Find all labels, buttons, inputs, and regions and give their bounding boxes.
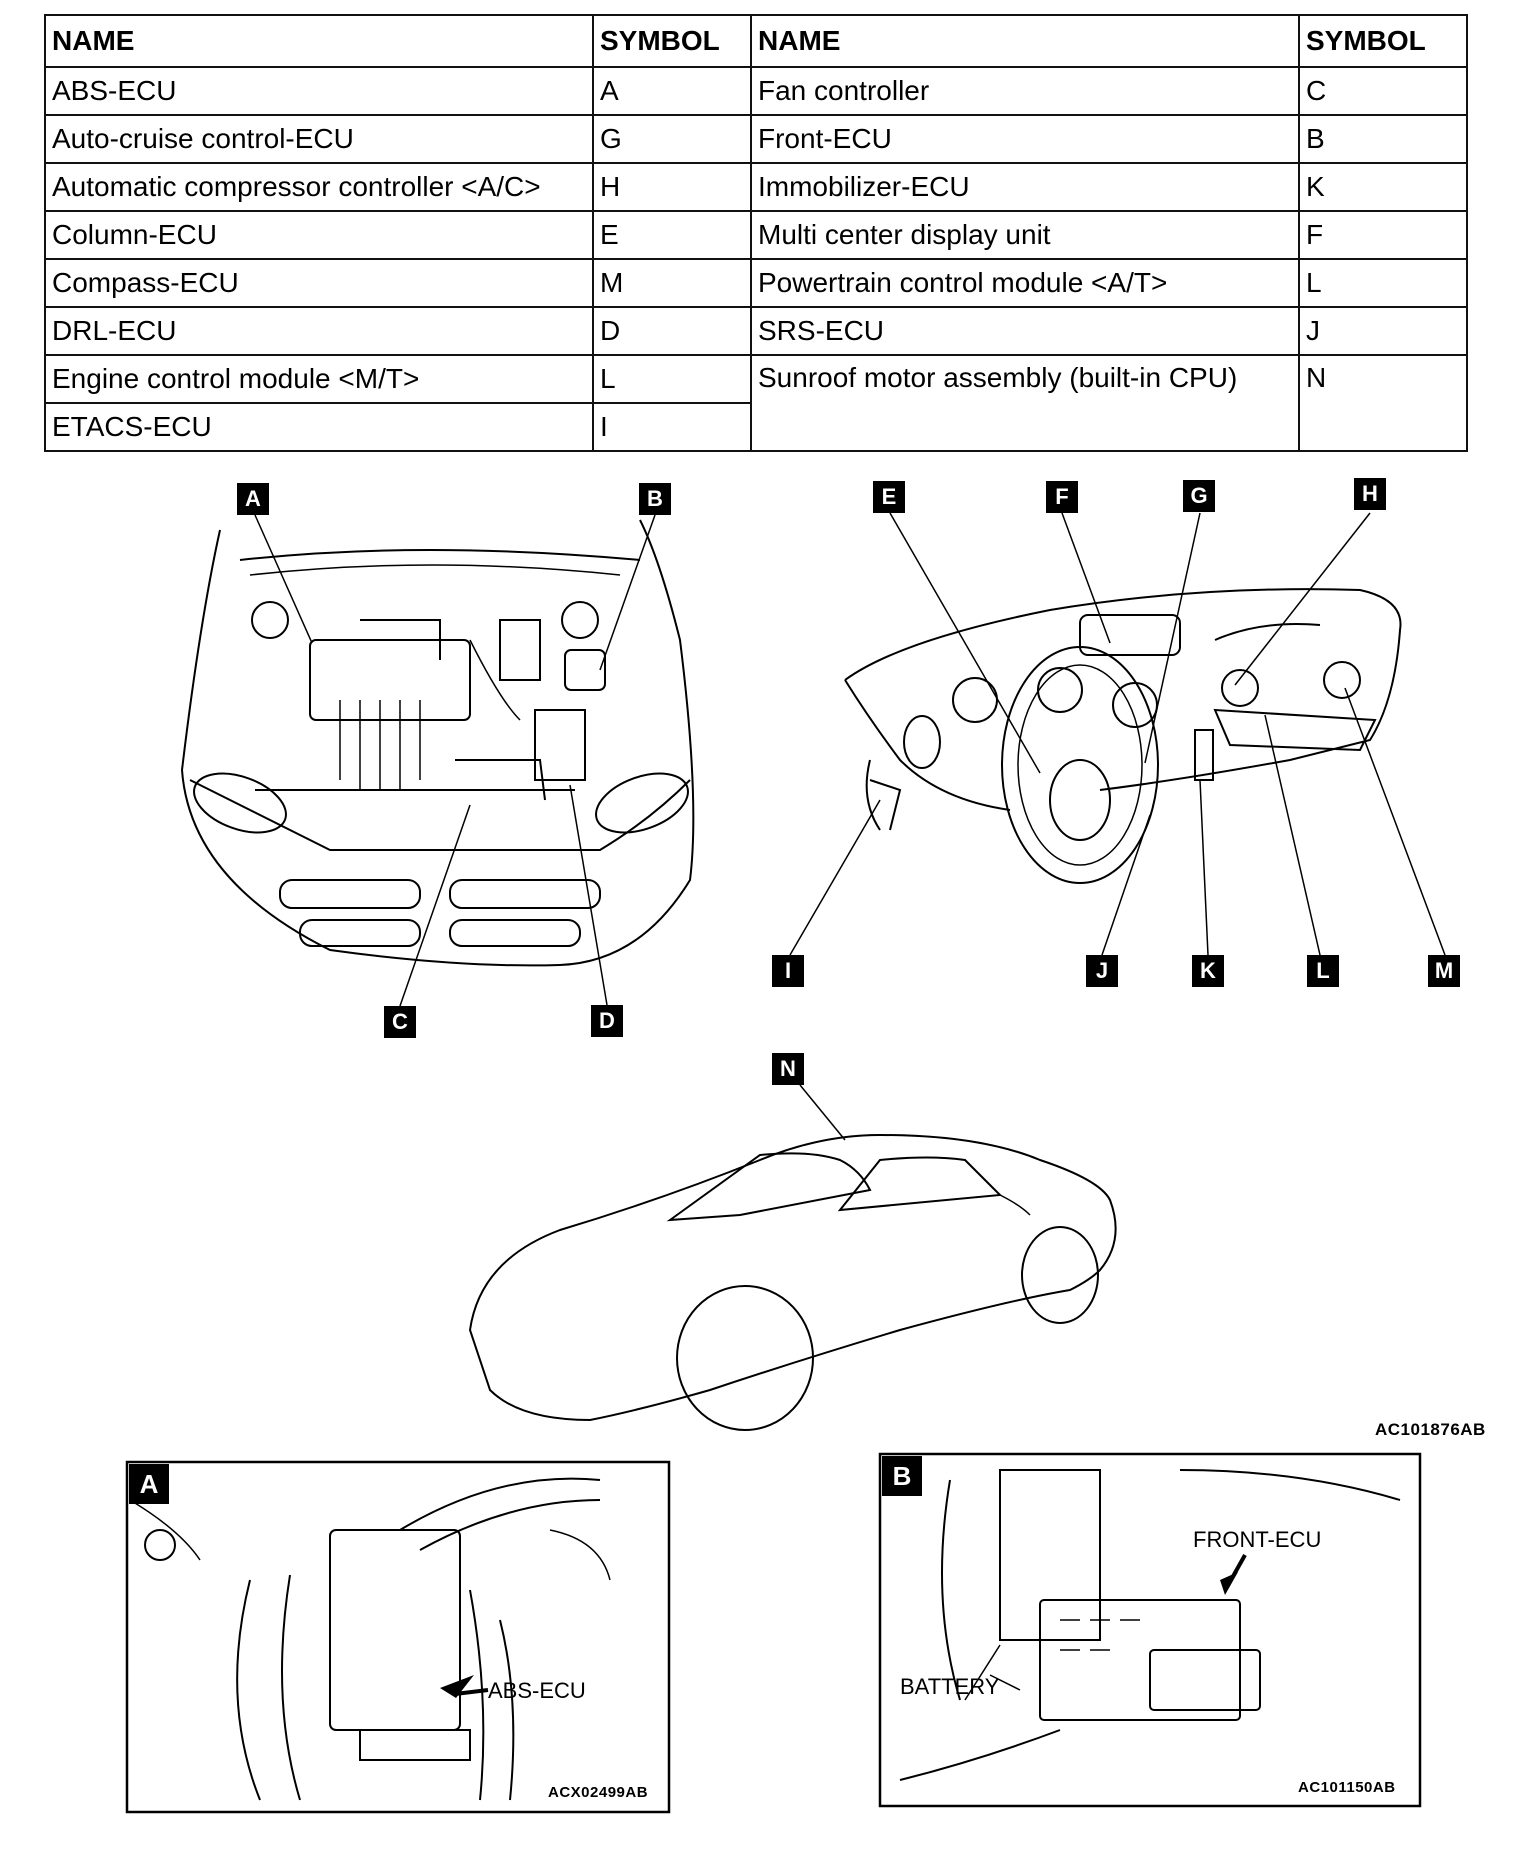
component-name: DRL-ECU: [44, 306, 594, 356]
component-symbol: G: [592, 114, 752, 164]
dashboard-drawing: [844, 588, 1402, 884]
component-symbol: I: [592, 402, 752, 452]
table-row: DRL-ECU D SRS-ECU J: [44, 306, 1468, 356]
marker-c: C: [384, 1006, 416, 1038]
component-symbol: K: [1298, 162, 1468, 212]
marker-a: A: [237, 483, 269, 515]
battery-callout: BATTERY: [900, 1674, 1000, 1699]
component-symbol: J: [1298, 306, 1468, 356]
marker-e: E: [873, 481, 905, 513]
table-row: ETACS-ECU I: [44, 402, 1467, 452]
component-name: Column-ECU: [44, 210, 594, 260]
ecu-legend-table: NAME SYMBOL NAME SYMBOL ABS-ECU A Fan co…: [44, 14, 1468, 452]
marker-n: N: [772, 1053, 804, 1085]
component-name: SRS-ECU: [750, 306, 1300, 356]
component-name: Automatic compressor controller <A/C>: [44, 162, 594, 212]
marker-b: B: [639, 483, 671, 515]
table-row: Engine control module <M/T> L Sunroof mo…: [44, 354, 1468, 452]
table-row: Column-ECU E Multi center display unit F: [44, 210, 1468, 260]
component-name: Compass-ECU: [44, 258, 594, 308]
component-symbol: F: [1298, 210, 1468, 260]
component-symbol: M: [592, 258, 752, 308]
component-symbol: L: [1298, 258, 1468, 308]
marker-g: G: [1183, 480, 1215, 512]
symbol-header: SYMBOL: [592, 14, 752, 68]
marker-h: H: [1354, 478, 1386, 510]
component-symbol: L: [592, 354, 752, 404]
marker-l: L: [1307, 955, 1339, 987]
detail-a-frame: [125, 1460, 671, 1814]
detail-a-code: ACX02499AB: [548, 1784, 649, 1801]
component-symbol: E: [592, 210, 752, 260]
component-name: Immobilizer-ECU: [750, 162, 1300, 212]
marker-i: I: [772, 955, 804, 987]
detail-b-code: AC101150AB: [1298, 1779, 1396, 1796]
detail-a-drawing: [129, 1477, 611, 1801]
component-name: Multi center display unit: [750, 210, 1300, 260]
detail-b-frame: [878, 1452, 1422, 1808]
table-row: Auto-cruise control-ECU G Front-ECU B: [44, 114, 1468, 164]
front-ecu-callout: FRONT-ECU: [1193, 1527, 1322, 1552]
detail-b-tag: B: [882, 1456, 922, 1496]
component-name: Sunroof motor assembly (built-in CPU): [750, 354, 1300, 452]
symbol-header: SYMBOL: [1298, 14, 1468, 68]
abs-ecu-callout: ABS-ECU: [488, 1678, 586, 1703]
table-row: ABS-ECU A Fan controller C: [44, 66, 1468, 116]
car-side-drawing: [468, 1133, 1117, 1431]
marker-m: M: [1428, 955, 1460, 987]
marker-f: F: [1046, 481, 1078, 513]
component-symbol: N: [1298, 354, 1468, 452]
table-header-row: NAME SYMBOL NAME SYMBOL: [44, 14, 1468, 68]
table-row: Compass-ECU M Powertrain control module …: [44, 258, 1468, 308]
component-symbol: B: [1298, 114, 1468, 164]
component-name: Powertrain control module <A/T>: [750, 258, 1300, 308]
name-header: NAME: [44, 14, 594, 68]
marker-d: D: [591, 1005, 623, 1037]
name-header: NAME: [750, 14, 1300, 68]
component-symbol: A: [592, 66, 752, 116]
component-name: Auto-cruise control-ECU: [44, 114, 594, 164]
component-name: Fan controller: [750, 66, 1300, 116]
component-name: Front-ECU: [750, 114, 1300, 164]
component-symbol: H: [592, 162, 752, 212]
component-name: ABS-ECU: [44, 66, 594, 116]
marker-j: J: [1086, 955, 1118, 987]
component-symbol: C: [1298, 66, 1468, 116]
component-symbol: D: [592, 306, 752, 356]
component-name: Engine control module <M/T>: [44, 354, 594, 404]
marker-k: K: [1192, 955, 1224, 987]
detail-a-tag: A: [129, 1464, 169, 1504]
engine-bay-drawing: [180, 519, 695, 967]
figure-code: AC101876AB: [1375, 1420, 1486, 1439]
table-row: Automatic compressor controller <A/C> H …: [44, 162, 1468, 212]
component-name: ETACS-ECU: [44, 402, 594, 452]
detail-b-drawing: [899, 1469, 1401, 1781]
